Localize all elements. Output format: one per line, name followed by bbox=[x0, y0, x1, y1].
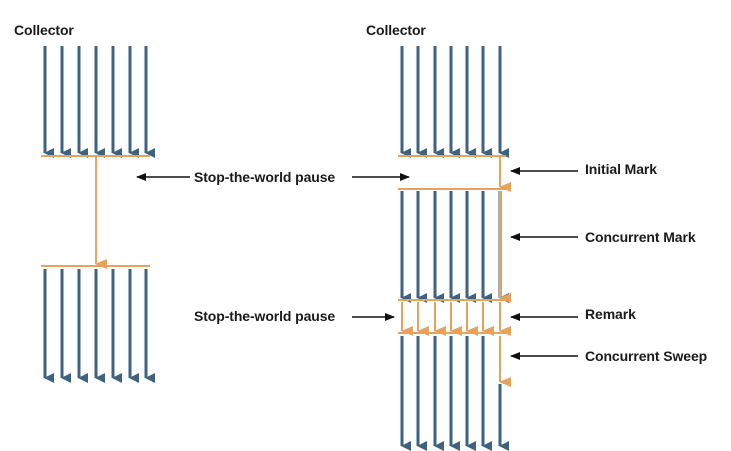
right-collector-title: Collector bbox=[366, 22, 426, 38]
phase-label-initial-mark: Initial Mark bbox=[585, 161, 657, 177]
label-pointer-arrows bbox=[136, 167, 578, 360]
collector-threads bbox=[41, 155, 511, 387]
phase-label-concurrent-mark: Concurrent Mark bbox=[585, 229, 696, 245]
left-stop-the-world-label: Stop-the-world pause bbox=[194, 169, 336, 185]
application-threads bbox=[43, 46, 509, 451]
phase-label-concurrent-sweep: Concurrent Sweep bbox=[585, 348, 708, 364]
phase-label-remark: Remark bbox=[585, 306, 636, 322]
remark-stop-the-world-label: Stop-the-world pause bbox=[194, 308, 336, 324]
left-collector-title: Collector bbox=[14, 22, 74, 38]
